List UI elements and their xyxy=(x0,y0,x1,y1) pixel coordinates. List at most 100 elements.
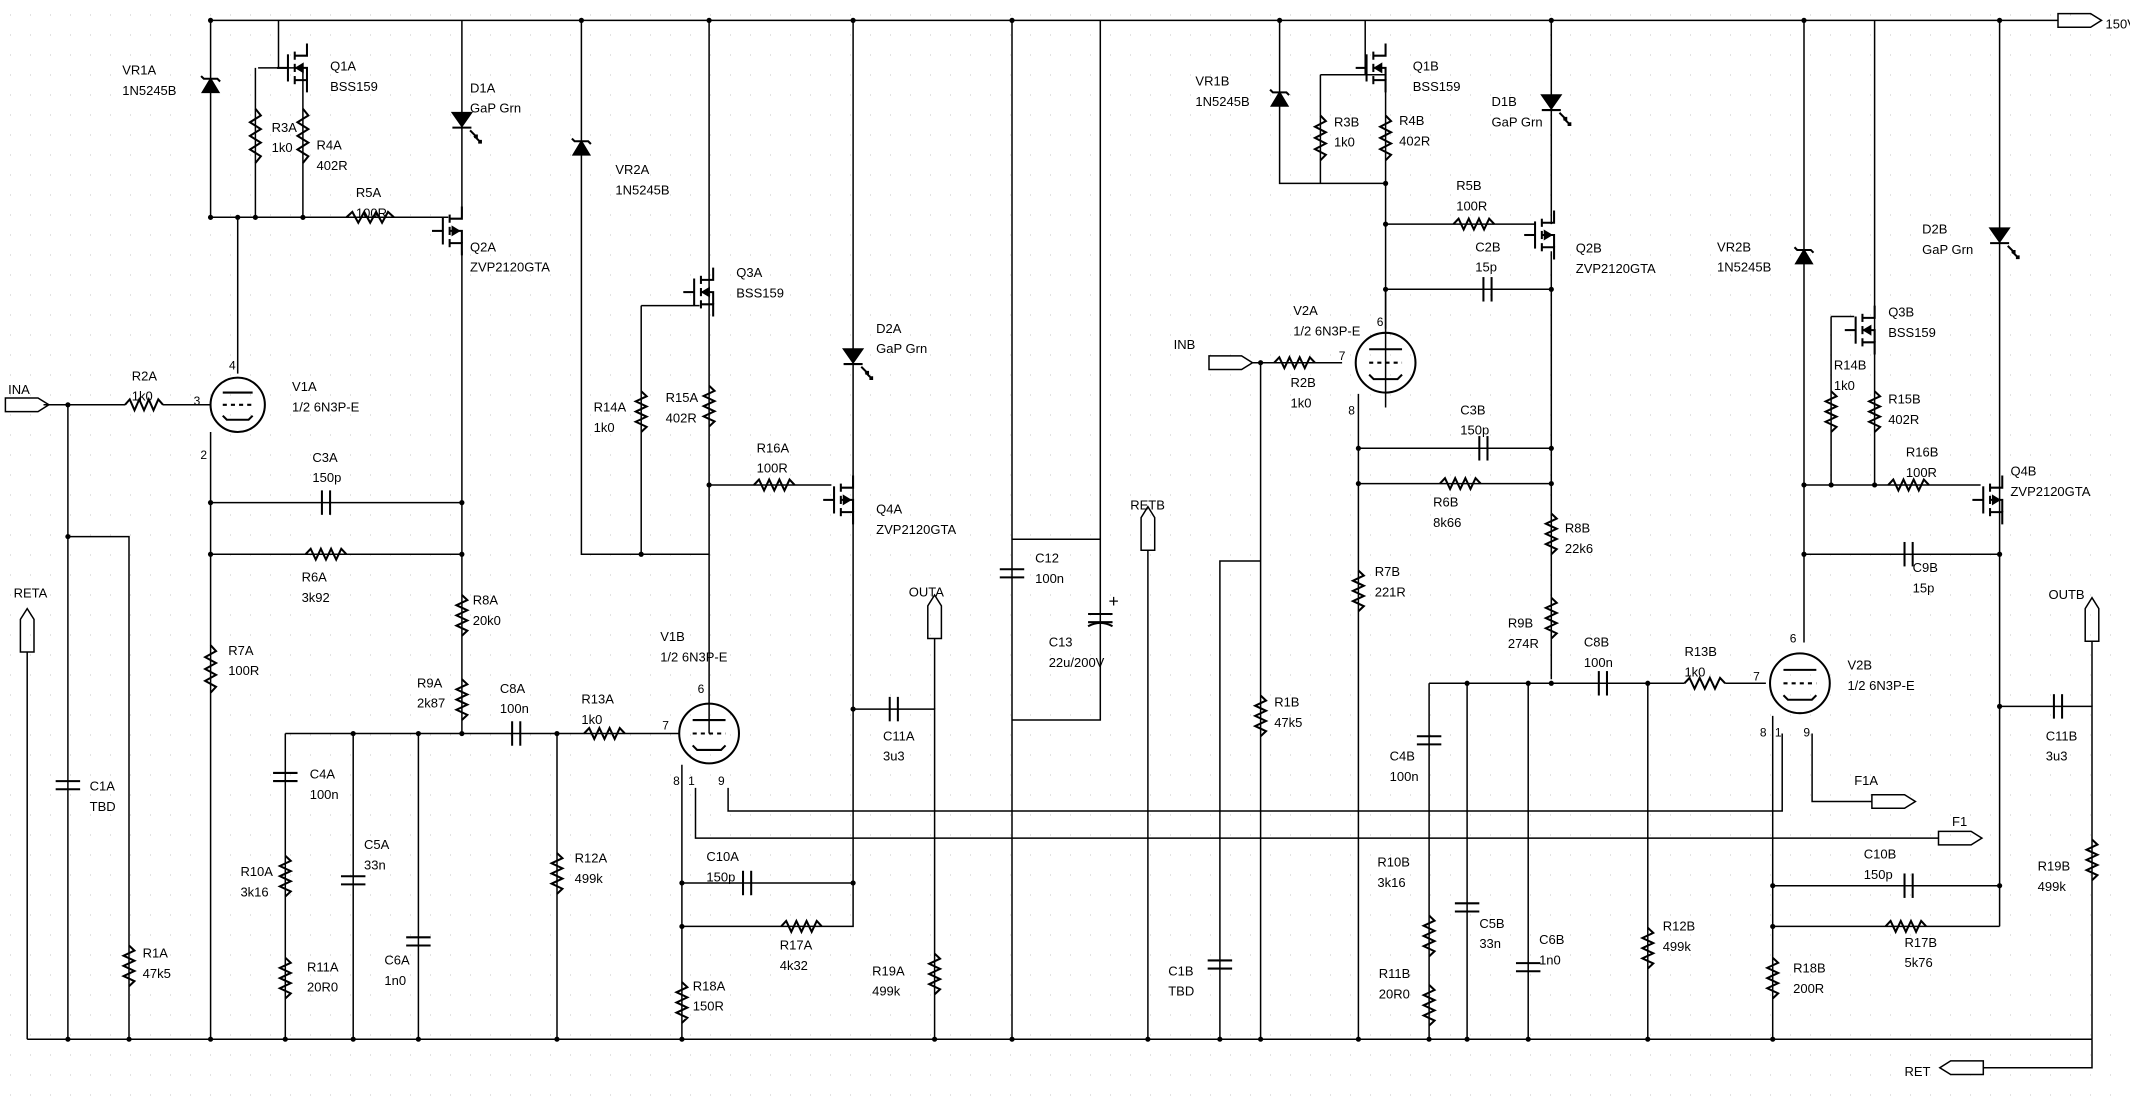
c9b-value-label: 15p xyxy=(1913,580,1935,595)
d2b-led xyxy=(1988,227,2020,260)
junction-dot xyxy=(850,706,856,712)
f1-port xyxy=(1937,830,1984,846)
r9b-ref-label: R9B xyxy=(1508,616,1533,631)
c6a-capacitor xyxy=(406,936,431,947)
v2a-pin-label: 7 xyxy=(1339,349,1346,363)
retb-port-label: RETB xyxy=(1130,497,1165,512)
junction-dot xyxy=(207,214,214,220)
vr1b-ref-label: VR1B xyxy=(1195,74,1229,89)
r10b-value-label: 3k16 xyxy=(1377,875,1405,890)
junction-dot xyxy=(1548,480,1554,487)
r12a-resistor xyxy=(549,852,565,895)
r10b-ref-label: R10B xyxy=(1377,855,1410,870)
junction-dot xyxy=(1645,1036,1651,1042)
ina-port-label: INA xyxy=(8,382,30,397)
r11a-resistor xyxy=(277,956,294,1000)
v1a-triode xyxy=(209,376,266,433)
r14b-resistor xyxy=(1823,390,1839,433)
r9a-value-label: 2k87 xyxy=(417,696,445,711)
r7b-resistor xyxy=(1350,569,1367,612)
c6b-ref-label: C6B xyxy=(1539,932,1564,947)
c13-capacitor: + xyxy=(1087,591,1119,628)
c10a-ref-label: C10A xyxy=(706,849,739,864)
c5b-capacitor xyxy=(1454,902,1480,913)
c4a-value-label: 100n xyxy=(310,787,339,802)
r5b-value-label: 100R xyxy=(1456,199,1487,214)
d2a-value-label: GaP Grn xyxy=(876,341,927,356)
r16a-resistor xyxy=(753,477,796,493)
q2a-mosfet xyxy=(431,206,463,256)
r13a-resistor xyxy=(583,725,626,742)
r2a-value-label: 1k0 xyxy=(132,389,153,404)
junction-dot xyxy=(207,500,214,506)
d1b-led xyxy=(1540,94,1572,127)
r11b-ref-label: R11B xyxy=(1379,966,1411,981)
junction-dot xyxy=(1548,17,1554,23)
r15b-value-label: 402R xyxy=(1888,412,1919,427)
r12a-ref-label: R12A xyxy=(575,851,608,866)
r6b-ref-label: R6B xyxy=(1433,495,1458,510)
vr2b-ref-label: VR2B xyxy=(1717,239,1751,254)
c1b-ref-label: C1B xyxy=(1168,963,1193,978)
c8a-ref-label: C8A xyxy=(500,681,526,696)
q1a-ref-label: Q1A xyxy=(330,59,356,74)
r16b-ref-label: R16B xyxy=(1906,444,1939,459)
junction-dot xyxy=(1770,883,1776,889)
c5a-capacitor xyxy=(340,875,366,886)
r7a-value-label: 100R xyxy=(228,663,259,678)
r1b-ref-label: R1B xyxy=(1274,694,1299,709)
junction-dot xyxy=(1548,286,1554,292)
r2a-ref-label: R2A xyxy=(132,368,158,383)
v1b-value-label: 1/2 6N3P-E xyxy=(660,650,728,665)
c5b-value-label: 33n xyxy=(1479,936,1501,951)
r8a-value-label: 20k0 xyxy=(473,613,501,628)
junction-dot xyxy=(1996,703,2003,709)
v1b-pin-label: 6 xyxy=(698,682,705,696)
junction-dot xyxy=(1996,17,2003,23)
d1b-value-label: GaP Grn xyxy=(1492,114,1543,129)
c12-value-label: 100n xyxy=(1035,571,1064,586)
junction-dot xyxy=(1258,360,1264,366)
junction-dot xyxy=(65,1036,71,1042)
junction-dot xyxy=(1355,480,1362,487)
r2a-resistor xyxy=(124,396,164,413)
v2a-pin-label: 6 xyxy=(1377,315,1384,329)
r12b-value-label: 499k xyxy=(1663,939,1692,954)
r18a-ref-label: R18A xyxy=(693,978,726,993)
r1a-resistor xyxy=(121,944,137,987)
inb-port-label: INB xyxy=(1174,337,1196,352)
r1a-value-label: 47k5 xyxy=(143,966,171,981)
junction-dot xyxy=(1258,1036,1264,1042)
r3a-resistor xyxy=(248,108,263,164)
r4b-value-label: 402R xyxy=(1399,133,1430,148)
d2a-ref-label: D2A xyxy=(876,321,902,336)
c4b-value-label: 100n xyxy=(1390,769,1419,784)
v1a-pin-label: 2 xyxy=(200,448,207,462)
junction-dot xyxy=(459,551,465,557)
q1a-drain xyxy=(258,20,280,69)
outb-port xyxy=(2084,596,2100,642)
junction-dot xyxy=(252,214,258,220)
r11a-value-label: 20R0 xyxy=(307,980,338,995)
c5b-ref-label: C5B xyxy=(1479,916,1504,931)
c10b-capacitor xyxy=(1903,873,1914,898)
c6a-value-label: 1n0 xyxy=(384,973,406,988)
reta-port-label: RETA xyxy=(14,586,48,601)
r16a-ref-label: R16A xyxy=(757,440,790,455)
junction-dot xyxy=(1009,1036,1015,1042)
r7a-ref-label: R7A xyxy=(228,643,254,658)
junction-dot xyxy=(1548,680,1554,686)
c9b-ref-label: C9B xyxy=(1913,560,1938,575)
r4b-ref-label: R4B xyxy=(1399,113,1424,128)
r12b-ref-label: R12B xyxy=(1663,919,1696,934)
v2a-triode xyxy=(1354,331,1417,394)
r13b-value-label: 1k0 xyxy=(1684,664,1705,679)
wires xyxy=(26,19,2093,1069)
r10a-resistor xyxy=(277,855,294,898)
v1b-triode xyxy=(678,702,741,765)
f1-port-label: F1 xyxy=(1952,814,1967,829)
v1b-pin-label: 7 xyxy=(662,718,669,732)
c4a-ref-label: C4A xyxy=(310,766,336,781)
junction-dot xyxy=(415,1036,421,1042)
r4a-value-label: 402R xyxy=(317,158,348,173)
